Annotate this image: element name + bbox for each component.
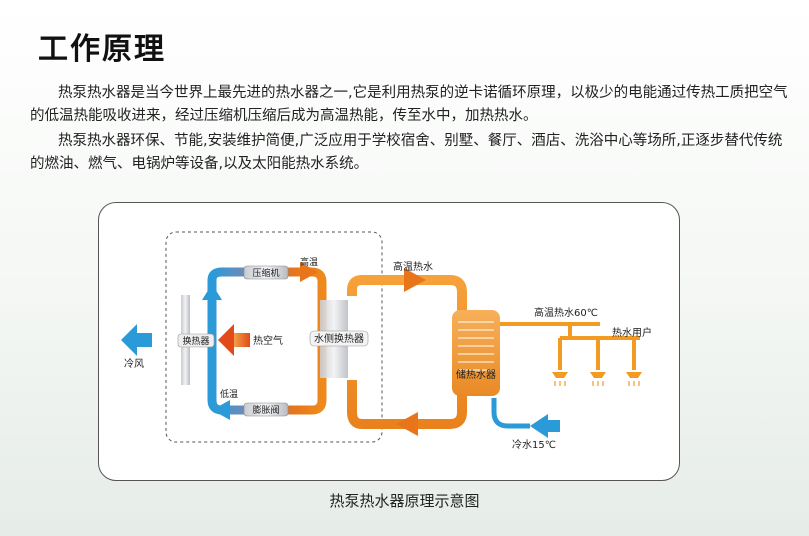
low-temp-label: 低温 [220, 388, 238, 400]
hot-air-label: 热空气 [253, 334, 283, 347]
hot-water-users-label: 热水用户 [612, 326, 652, 339]
loop-arrow-top-right [300, 262, 318, 282]
page-title: 工作原理 [38, 32, 166, 67]
loop-arrow-left-up [202, 284, 222, 300]
evaporator-box [177, 333, 215, 348]
intro-paragraph-1: 热泵热水器是当今世界上最先进的热水器之一,它是利用热泵的逆卡诺循环原理，以极少的… [30, 85, 788, 124]
heat-pump-unit-outline [165, 231, 383, 443]
cold-water-arrow [530, 414, 548, 438]
cold-water-pipe [491, 398, 530, 429]
hot-water-supply-pipe [500, 322, 600, 340]
cold-water-15-label: 冷水15℃ [512, 438, 556, 451]
shower-nozzles [552, 372, 642, 378]
compressor-label: 压缩机 [252, 267, 279, 279]
hot-water-arrow [404, 268, 426, 292]
condenser-label: 水侧换热器 [314, 332, 364, 345]
compressor-box [243, 265, 289, 280]
cold-wind-label: 冷风 [124, 357, 144, 370]
expansion-valve-label: 膨胀阀 [252, 404, 279, 416]
cold-wind-arrow-body [136, 333, 152, 347]
hot-air-arrow-head [218, 324, 234, 356]
diagram-caption: 热泵热水器原理示意图 [329, 492, 480, 510]
intro-paragraph-2: 热泵热水器环保、节能,安装维护简便,广泛应用于学校宿舍、别墅、餐厅、酒店、洗浴中… [30, 133, 783, 172]
tank-coil-lines [458, 321, 494, 371]
high-temp-label: 高温 [300, 256, 318, 268]
water-drops [554, 381, 640, 386]
condenser-box [309, 330, 369, 347]
hot-water-60-label: 高温热水60℃ [534, 306, 598, 319]
storage-tank [452, 310, 500, 396]
hot-water-label: 高温热水 [393, 260, 433, 273]
hot-air-arrow-body [234, 333, 250, 347]
cold-water-arrow-tail [546, 420, 560, 432]
expansion-valve-box [243, 402, 289, 417]
hot-water-loop [347, 275, 467, 429]
shower-heads [558, 336, 640, 370]
storage-tank-label: 储热水器 [456, 368, 496, 381]
evaporator-label: 换热器 [182, 335, 209, 347]
loop-arrow-bottom-left [212, 400, 230, 420]
cold-wind-arrow-head [121, 324, 137, 356]
return-water-arrow [396, 412, 418, 436]
